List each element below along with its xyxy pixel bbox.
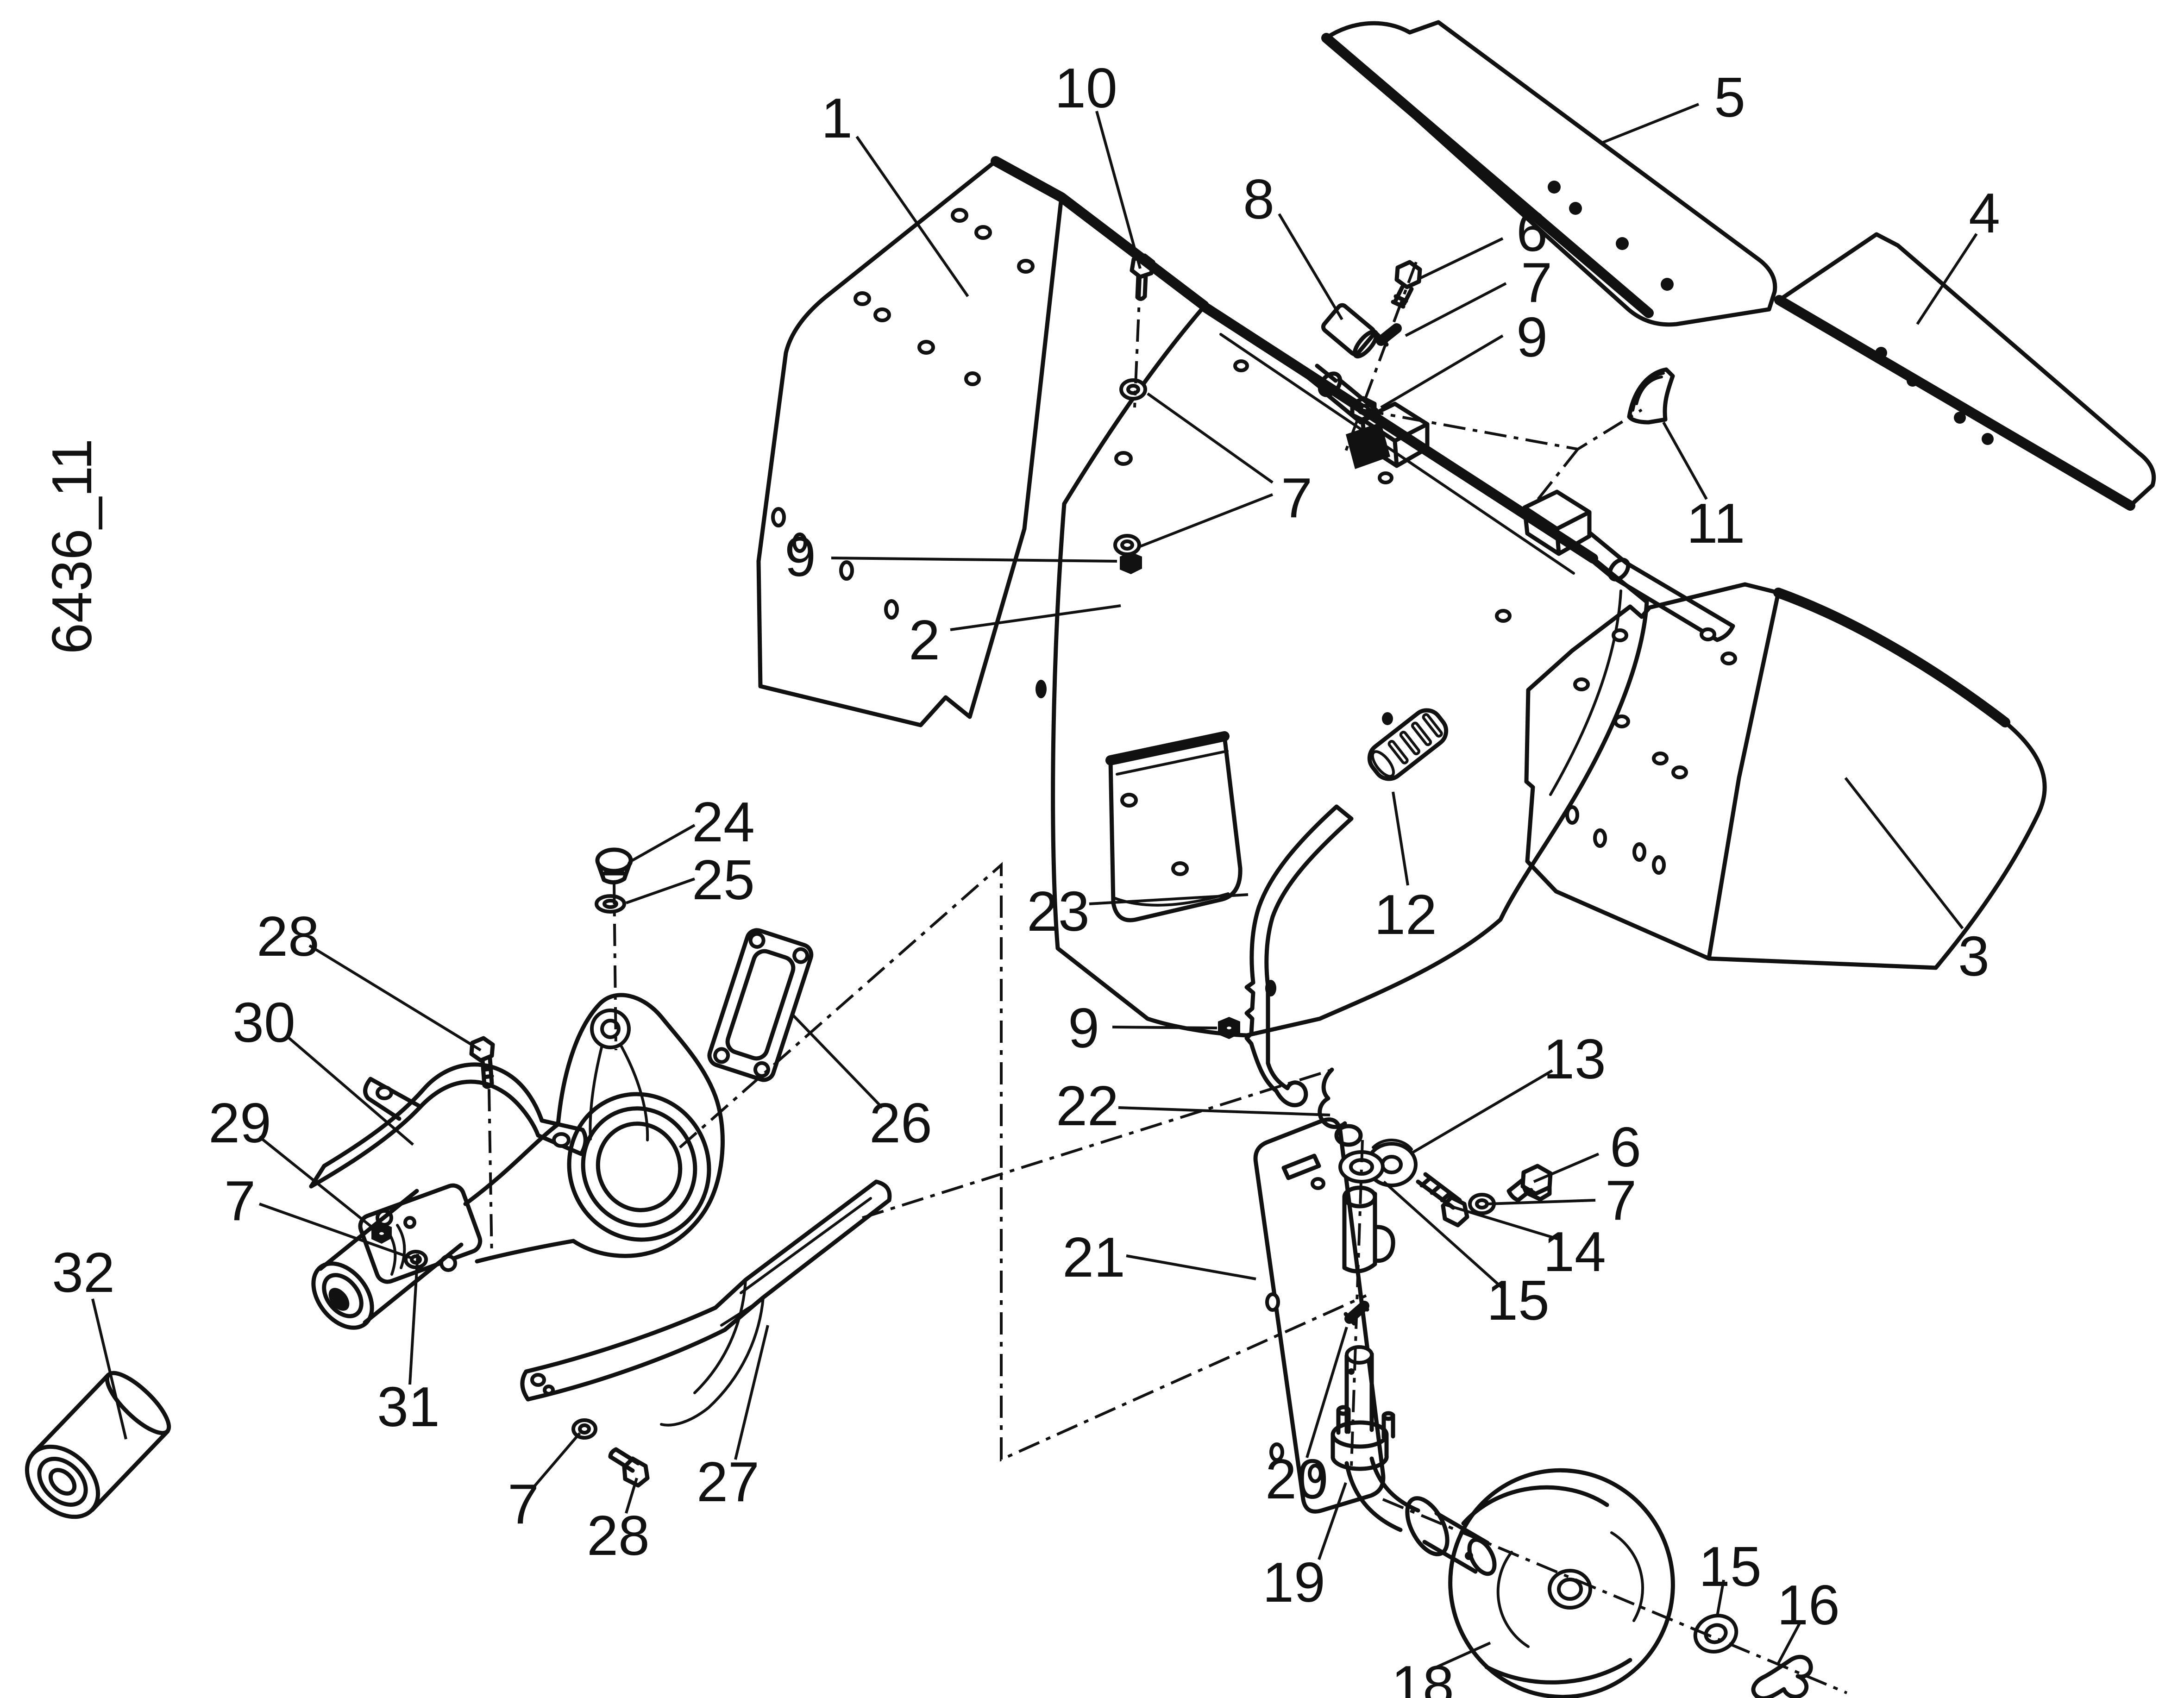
part-5-blade-drawing — [1321, 20, 1777, 327]
part-12-grip-drawing — [1367, 708, 1449, 781]
part-28-screw-upper-drawing — [469, 1036, 495, 1089]
part-label-5: 5 — [1714, 66, 1745, 129]
part-label-7-mid: 7 — [1281, 466, 1312, 529]
part-8-spacer-drawing — [1321, 303, 1379, 358]
part-label-27: 27 — [697, 1450, 759, 1513]
part-32-roller-drawing — [25, 1371, 171, 1519]
part-21-bracket-drawing — [1253, 1117, 1386, 1514]
part-6-bolt-right-drawing — [1506, 1164, 1553, 1203]
part-16-r-clip-drawing — [1751, 1654, 1813, 1698]
part-22-clip-drawing — [1318, 1067, 1363, 1147]
part-6-bolt-top-drawing — [1391, 260, 1422, 309]
part-label-3: 3 — [1958, 925, 1989, 988]
part-label-21: 21 — [1062, 1226, 1125, 1289]
part-label-26: 26 — [869, 1091, 932, 1154]
part-label-6-top: 6 — [1516, 200, 1548, 263]
part-24-plug-drawing — [595, 847, 633, 884]
part-label-7-left: 7 — [224, 1169, 256, 1232]
part-1-shield-drawing — [756, 156, 1209, 727]
part-label-8: 8 — [1243, 168, 1274, 231]
part-label-10: 10 — [1054, 56, 1117, 119]
part-label-23: 23 — [1027, 880, 1090, 943]
part-25-washer-drawing — [595, 894, 626, 914]
part-label-9-left: 9 — [784, 525, 816, 588]
part-label-9-mid: 9 — [1068, 996, 1099, 1059]
part-18-wheel-drawing — [1448, 1468, 1675, 1698]
centerlines — [488, 261, 1848, 1694]
part-15-washer-wheel-drawing — [1693, 1614, 1738, 1654]
part-28-screw-lower-drawing — [608, 1447, 650, 1488]
part-2-shield-drawing — [1036, 301, 1735, 1038]
leader-lines — [91, 103, 1978, 1669]
part-label-16: 16 — [1777, 1573, 1840, 1636]
part-27-bar-drawing — [520, 1179, 892, 1427]
part-label-30: 30 — [232, 991, 295, 1054]
part-label-7-top: 7 — [1521, 251, 1552, 314]
part-11-clamp-drawing — [1627, 367, 1675, 425]
part-10-bolt-drawing — [1130, 253, 1155, 301]
part-label-25: 25 — [692, 848, 755, 911]
part-31-gearbox-drawing — [311, 993, 725, 1330]
part-label-15-mid: 15 — [1487, 1269, 1550, 1332]
part-label-2: 2 — [909, 608, 940, 671]
part-label-28-lower: 28 — [587, 1504, 650, 1567]
part-14-bolt-drawing — [1416, 1172, 1469, 1228]
part-19-wheel-fork-drawing — [1330, 1345, 1497, 1576]
part-label-18: 18 — [1391, 1654, 1454, 1698]
part-label-9-top: 9 — [1516, 306, 1548, 369]
part-label-14: 14 — [1543, 1220, 1606, 1283]
part-label-22: 22 — [1056, 1074, 1119, 1137]
part-label-6-right: 6 — [1610, 1115, 1641, 1178]
part-label-13: 13 — [1543, 1028, 1606, 1090]
part-label-7-right: 7 — [1605, 1169, 1637, 1232]
part-label-12: 12 — [1374, 883, 1437, 946]
part-label-31: 31 — [377, 1375, 440, 1438]
washer-under-bolt10-drawing — [1113, 378, 1147, 574]
part-29-nut-drawing — [371, 1222, 392, 1244]
part-4-blade-drawing — [1774, 232, 2156, 511]
part-label-1: 1 — [821, 87, 853, 150]
part-label-4: 4 — [1969, 182, 2000, 244]
part-23-rod-drawing — [1244, 804, 1354, 1108]
part-26-gasket-drawing — [707, 928, 814, 1082]
part-label-32: 32 — [52, 1241, 115, 1304]
part-label-28-upper: 28 — [257, 905, 320, 968]
bracket-tube-drawing — [1342, 1185, 1395, 1273]
part-label-19: 19 — [1262, 1551, 1325, 1614]
part-label-7-bottom: 7 — [508, 1472, 539, 1535]
part-label-24: 24 — [692, 790, 755, 853]
part-label-29: 29 — [208, 1091, 271, 1154]
part-label-11: 11 — [1687, 492, 1745, 555]
part-label-15-wheel: 15 — [1699, 1535, 1762, 1598]
drawing-code: 6436_11 — [40, 439, 103, 654]
part-30-lever-drawing — [309, 1062, 588, 1189]
part-label-20: 20 — [1265, 1447, 1328, 1510]
part-3-shield-drawing — [1524, 582, 2047, 970]
part-9-nut-mid-drawing — [1218, 1017, 1240, 1039]
